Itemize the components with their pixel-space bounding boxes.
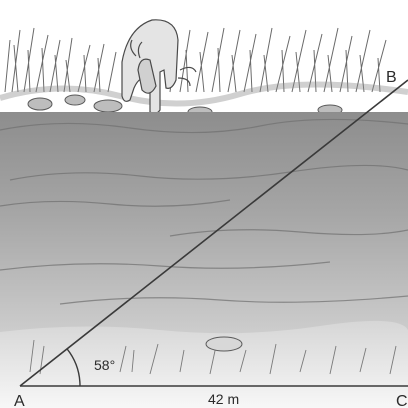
moose-drinking xyxy=(121,19,197,115)
vertex-label-c: C xyxy=(396,393,408,408)
triangle-lines xyxy=(19,79,408,387)
near-bank xyxy=(0,320,408,408)
angle-label: 58° xyxy=(94,357,115,373)
sightline-ab xyxy=(19,79,408,387)
stone xyxy=(205,336,243,352)
river-ripples xyxy=(0,118,408,305)
angle-arc-a xyxy=(66,348,81,387)
base-length-label: 42 m xyxy=(208,391,239,407)
river xyxy=(0,112,408,340)
near-bank-grass xyxy=(29,339,397,375)
vertex-label-a: A xyxy=(14,393,25,408)
vertex-label-b: B xyxy=(386,69,397,86)
